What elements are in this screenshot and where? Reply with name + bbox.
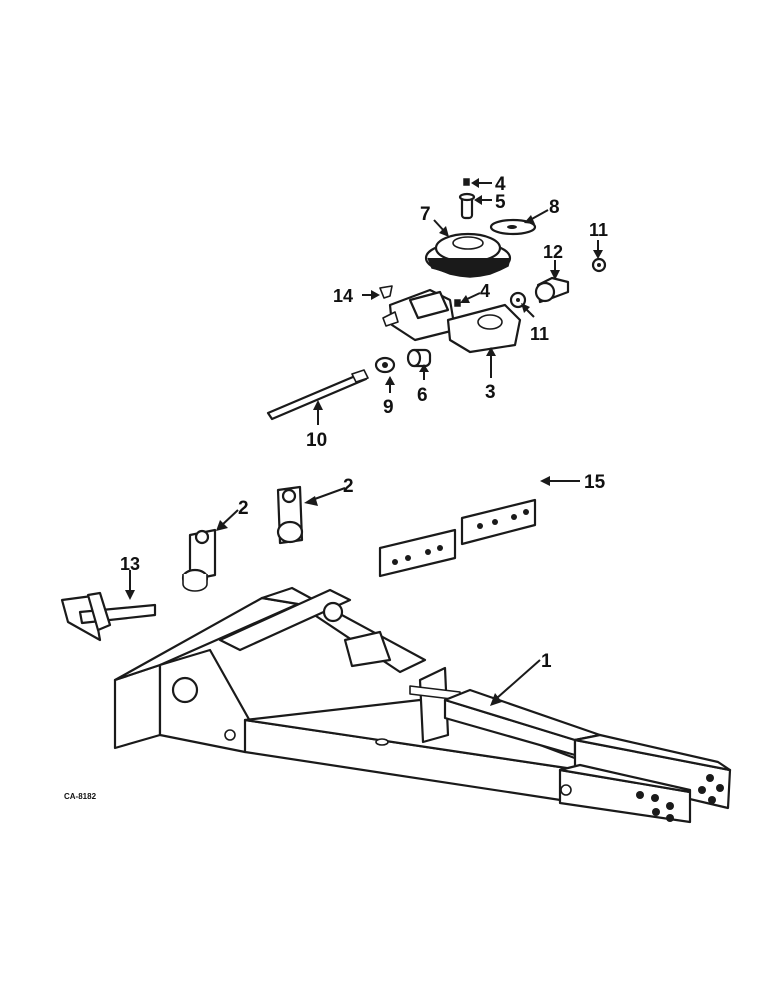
frame-part-1: [113, 586, 732, 824]
callout-9: 9: [383, 397, 394, 418]
callout-4-top: 4: [495, 174, 506, 195]
screw-part-14: [379, 285, 393, 299]
washer-part-8: [489, 218, 537, 236]
callout-4-mid: 4: [480, 281, 490, 301]
nut-part-9: [374, 356, 396, 374]
bushing-part-6: [406, 348, 432, 368]
callout-5: 5: [495, 192, 506, 213]
housing-part-3: [382, 288, 522, 354]
callout-15: 15: [584, 472, 606, 493]
callout-3: 3: [485, 382, 496, 403]
callout-14: 14: [333, 286, 353, 306]
leader-lines: [125, 178, 603, 706]
callout-11-right: 11: [589, 220, 608, 240]
pin-part-4-top: [463, 178, 470, 186]
shaft-part-10: [266, 369, 369, 421]
bar-part-15: [378, 498, 537, 578]
bolt-part-5: [458, 192, 476, 220]
bracket-part-13: [60, 591, 157, 642]
callout-8: 8: [549, 197, 560, 218]
bracket-part-2-left: [181, 528, 217, 592]
callout-7: 7: [420, 204, 431, 225]
gear-part-7: [424, 232, 512, 278]
nut-part-11-right: [591, 257, 607, 273]
callout-11-mid: 11: [530, 324, 549, 344]
knob-part-12: [534, 276, 570, 304]
callout-10: 10: [306, 430, 327, 451]
pin-part-4-mid: [454, 299, 461, 307]
callout-6: 6: [417, 385, 428, 406]
figure-code: CA-8182: [64, 792, 97, 801]
callout-13: 13: [120, 554, 140, 574]
callout-2-right: 2: [343, 476, 354, 497]
callout-12: 12: [543, 242, 563, 262]
nut-part-11-mid: [509, 291, 527, 309]
callout-1: 1: [541, 651, 552, 672]
bracket-part-2-right: [276, 485, 304, 545]
callout-2-left: 2: [238, 498, 249, 519]
